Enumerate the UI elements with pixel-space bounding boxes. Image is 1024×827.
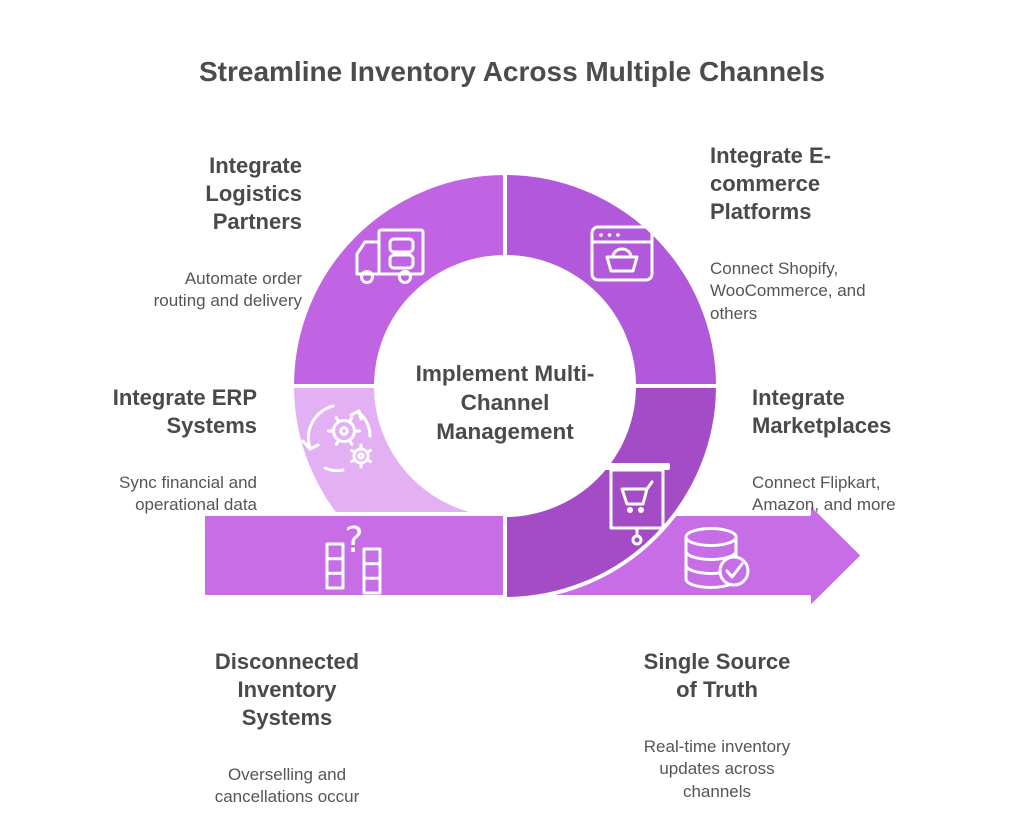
single-source-heading: Single Source of Truth (643, 649, 791, 702)
erp-heading: Integrate ERP Systems (112, 385, 257, 438)
erp-desc: Sync financial and operational data (119, 472, 257, 515)
presentation-cart-icon (604, 463, 670, 546)
page-title: Streamline Inventory Across Multiple Cha… (198, 56, 825, 87)
disconnected-heading: Disconnected Inventory Systems (214, 649, 360, 730)
disconnected-desc: Overselling and cancellations occur (214, 764, 360, 807)
logistics-block: Integrate Logistics Partners Automate or… (110, 134, 302, 331)
delivery-truck-icon (355, 228, 425, 284)
marketplaces-desc: Connect Flipkart, Amazon, and more (752, 472, 896, 515)
ecommerce-heading: Integrate E- commerce Platforms (710, 143, 832, 224)
logistics-desc: Automate order routing and delivery (153, 268, 302, 311)
ecommerce-desc: Connect Shopify, WooCommerce, and others (710, 258, 866, 323)
browser-basket-icon (590, 225, 654, 282)
single-source-block: Single Source of Truth Real-time invento… (605, 630, 829, 821)
disconnected-systems-icon: ? (325, 520, 382, 595)
single-source-desc: Real-time inventory updates across chann… (643, 736, 791, 801)
database-check-icon (684, 527, 750, 589)
logistics-heading: Integrate Logistics Partners (205, 153, 302, 234)
marketplaces-block: Integrate Marketplaces Connect Flipkart,… (752, 366, 967, 535)
ecommerce-block: Integrate E- commerce Platforms Connect … (710, 124, 940, 343)
marketplaces-heading: Integrate Marketplaces (752, 385, 892, 438)
question-mark-glyph: ? (344, 520, 363, 561)
center-label-block: Implement Multi- Channel Management (373, 342, 637, 464)
erp-block: Integrate ERP Systems Sync financial and… (57, 366, 257, 535)
sync-gears-icon (301, 404, 372, 473)
center-label: Implement Multi- Channel Management (415, 361, 595, 444)
disconnected-block: Disconnected Inventory Systems Overselli… (175, 630, 399, 827)
